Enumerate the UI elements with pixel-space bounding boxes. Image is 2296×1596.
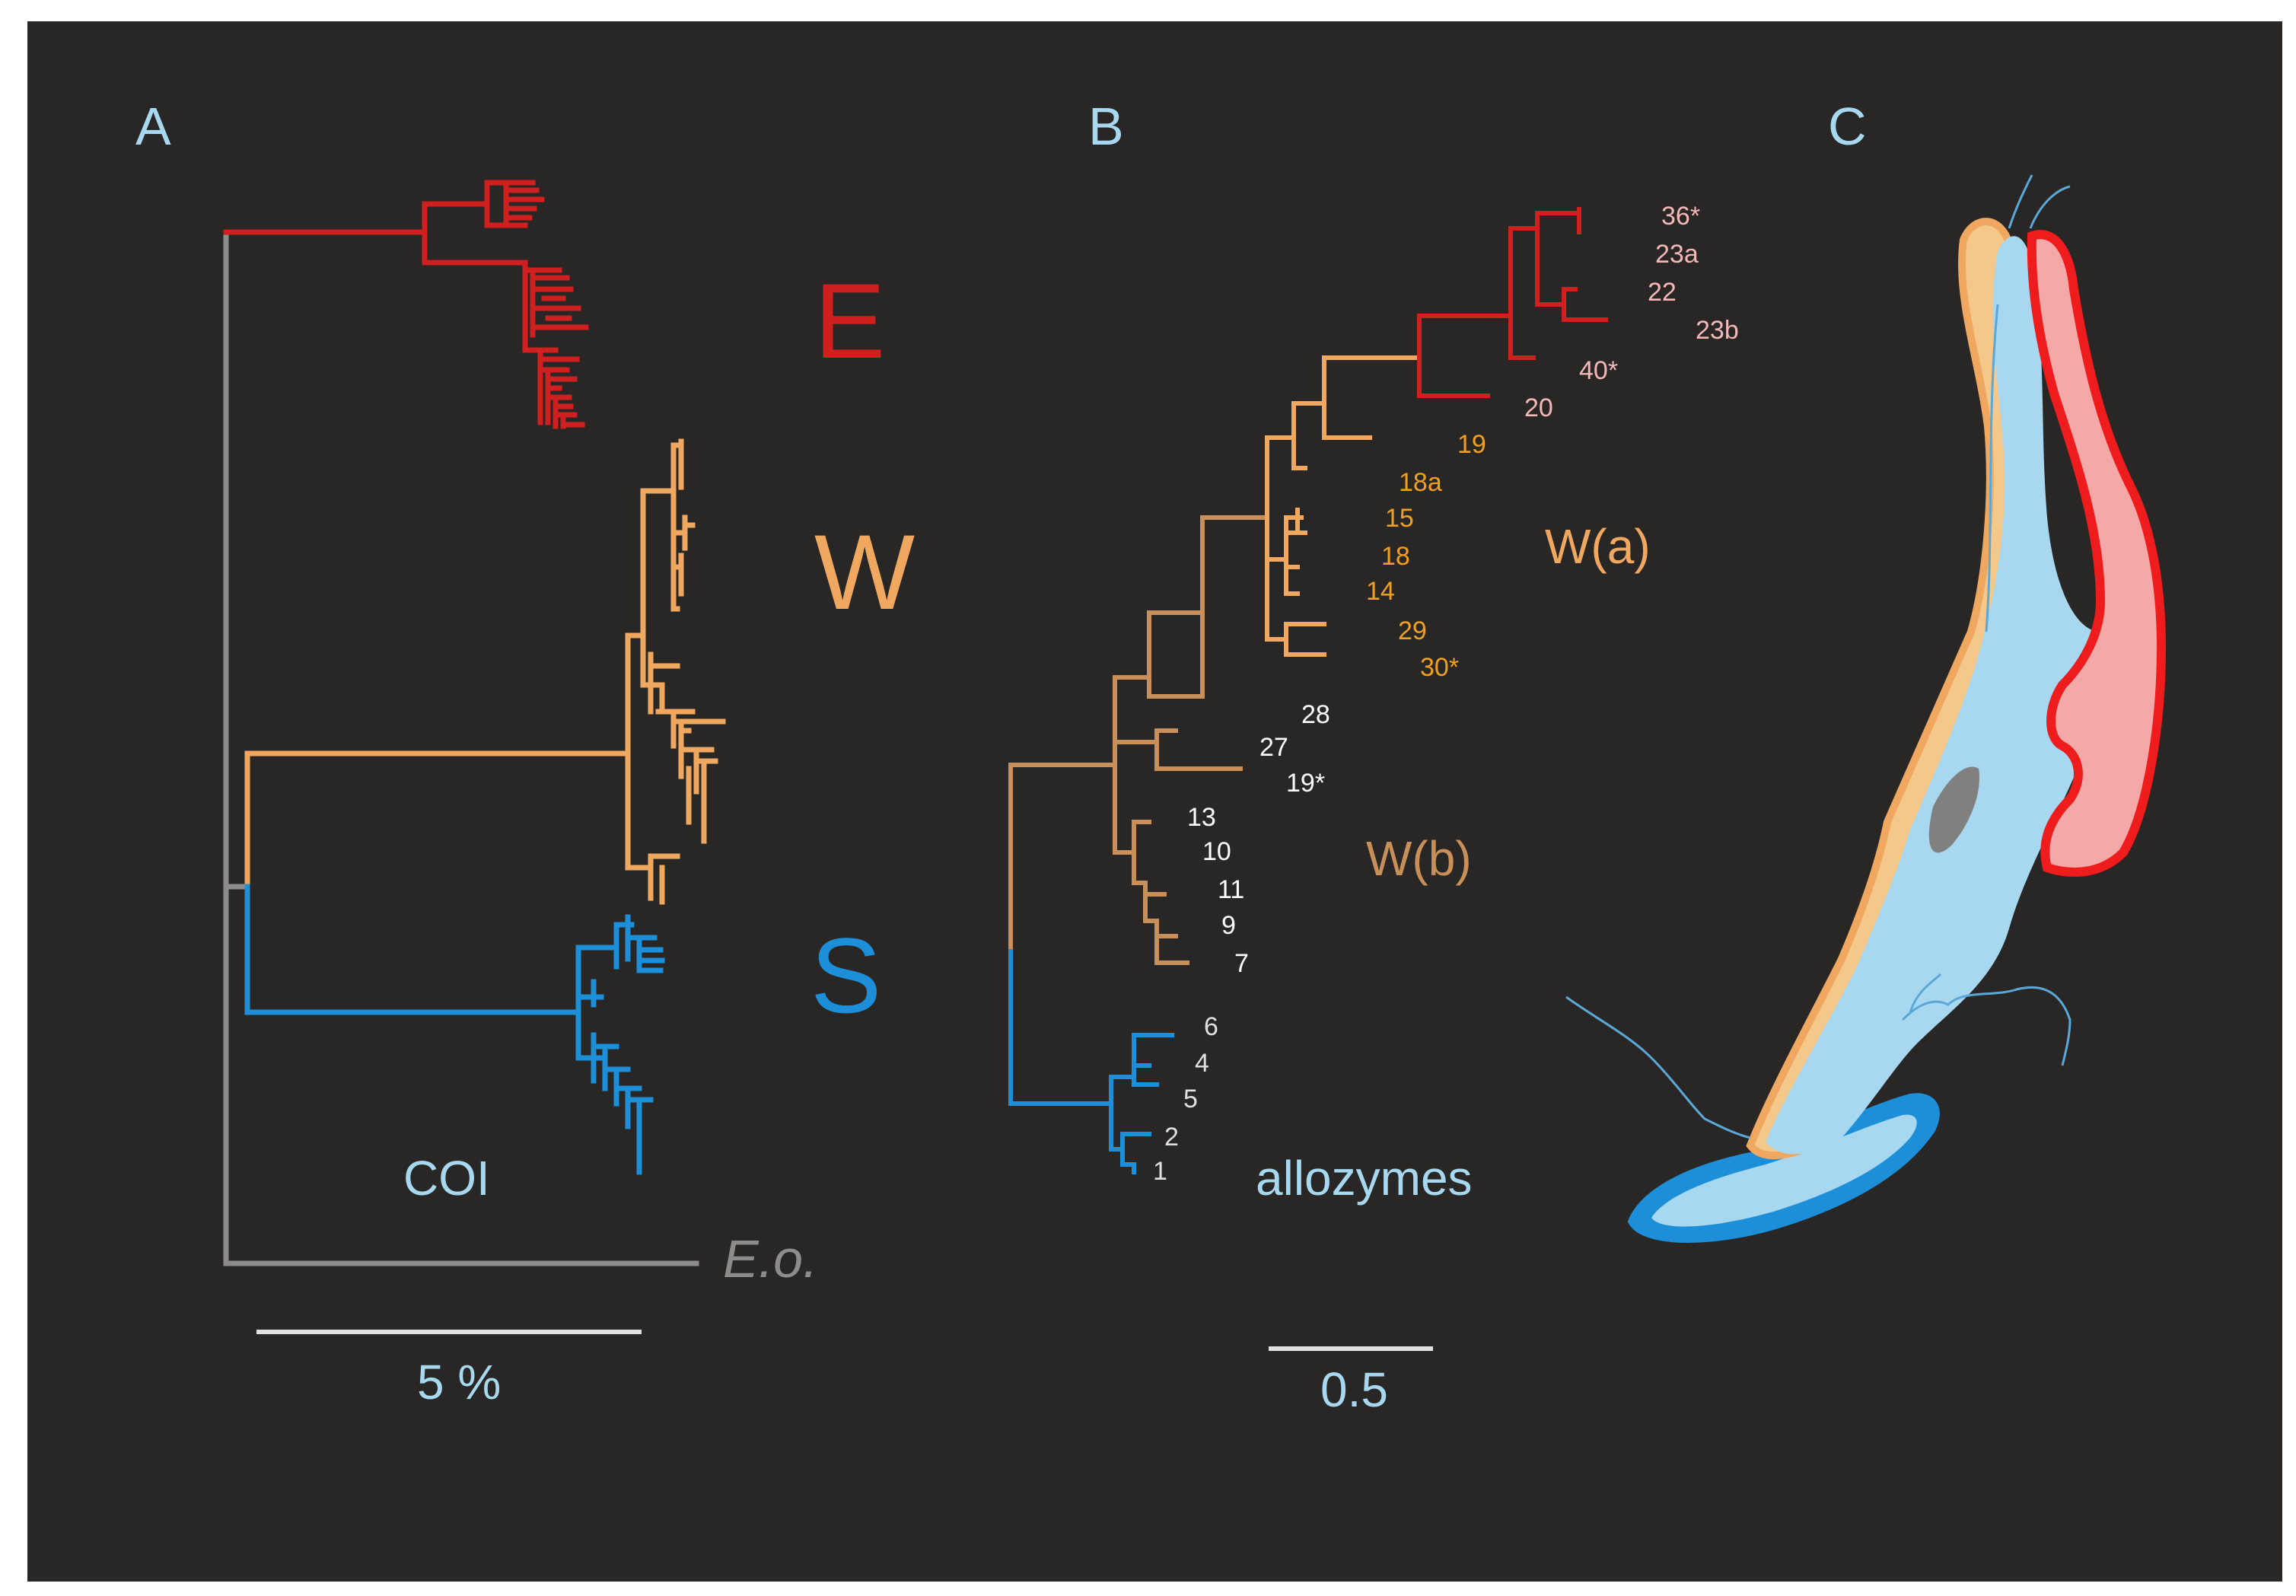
tip-label-wb: 9 [1221,911,1236,940]
tip-label-s: 4 [1195,1049,1209,1078]
marker-label-allozymes: allozymes [1256,1151,1473,1206]
tip-label-e: 23b [1696,316,1739,345]
panel-c-map: C [1565,97,2167,1243]
tip-label-wb: 7 [1234,949,1249,978]
tip-label-wa: 18 [1381,542,1410,571]
group-label-wa: W(a) [1545,519,1651,574]
tip-label-wa: 15 [1385,504,1414,533]
tip-label-wb: 11 [1218,875,1244,904]
tip-label-e: 23a [1655,240,1699,269]
tip-label-wb: 13 [1187,803,1216,832]
tip-label-e: 20 [1524,393,1553,422]
clade-label-s: S [810,916,881,1035]
tip-label-s: 5 [1183,1085,1198,1113]
clade-wa-branches [1265,355,1422,657]
south-basin-inner [1651,1114,1917,1227]
clade-s-allozyme-branches [1008,949,1174,1174]
group-label-wb: W(b) [1366,831,1472,886]
tip-label-e: 22 [1648,278,1677,307]
panel-letter-b: B [1088,97,1124,156]
tip-label-wa: 14 [1366,577,1395,606]
tip-label-e: 36* [1661,202,1700,231]
clade-label-w: W [814,512,915,632]
tip-label-e: 40* [1579,356,1618,385]
panel-b-labels: B W(a) W(b) allozymes 0.5 36* 23a 22 23b… [1088,97,1739,1417]
tip-label-s: 1 [1153,1157,1167,1186]
tip-label-wb: 10 [1202,837,1231,866]
tip-label-wa: 30* [1420,653,1459,682]
tip-label-wb: 19* [1286,769,1325,798]
outgroup-branches [223,229,699,1266]
rivers [1565,174,2071,1139]
clade-e-allozyme-branches [1417,207,1608,398]
panel-a-labels: A E W S COI E.o. 5 % [135,97,915,1410]
clade-s-branches [244,884,665,1175]
clade-w-branches [244,438,726,905]
clade-label-e: E [814,261,885,381]
panel-letter-a: A [135,97,171,156]
outgroup-label: E.o. [723,1229,818,1289]
tip-label-wa: 19 [1457,430,1486,459]
panel-a-coi-tree [223,180,726,1334]
tip-label-wb: 28 [1301,700,1330,729]
tip-label-wa: 18a [1399,468,1442,497]
panel-b-allozyme-tree [1008,207,1608,1351]
lake-body [1766,236,2107,1155]
scale-label-b: 0.5 [1320,1362,1388,1417]
tip-label-s: 6 [1204,1012,1218,1041]
clade-wb-branches [1008,515,1269,965]
east-shore-band [2027,230,2167,877]
clade-e-branches [223,180,589,429]
marker-label-coi: COI [403,1151,490,1206]
tip-label-wb: 27 [1259,733,1288,762]
deep-zone [1928,766,1979,853]
scale-label-a: 5 % [417,1355,501,1410]
panel-letter-c: C [1828,97,1867,156]
tip-label-s: 2 [1164,1123,1179,1152]
tip-label-wa: 29 [1398,616,1427,645]
